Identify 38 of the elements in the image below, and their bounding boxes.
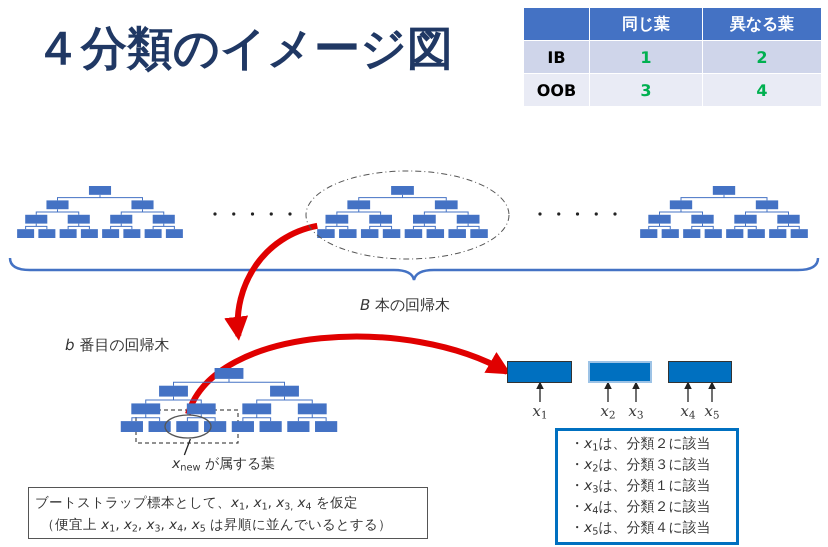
variable-label: x$_{4}$ [679, 402, 697, 420]
leaf-box [588, 361, 652, 383]
arrow [632, 381, 640, 402]
table-cell: 4 [702, 74, 822, 106]
table-cell: IB [524, 40, 590, 74]
arrow [604, 381, 612, 402]
table-cell: 2 [702, 40, 822, 74]
variable-label: x$_{5}$ [703, 402, 721, 420]
leaf-ellipse [164, 414, 212, 439]
header-cell: 同じ葉 [590, 8, 702, 40]
dash-dot-ellipse [305, 170, 510, 260]
variable-label: x$_{3}$ [627, 402, 645, 420]
arrow [536, 381, 544, 402]
arrow [684, 381, 692, 402]
arrow [225, 222, 318, 341]
brace-caption: B 本の回帰木 [360, 296, 450, 315]
list-item: ・x$_{1}$は、分類２に該当 [570, 435, 712, 455]
tree-caption: b 番目の回帰木 [65, 336, 170, 355]
list-item: ・x$_{4}$は、分類２に該当 [570, 498, 712, 518]
header-cell: 異なる葉 [702, 8, 822, 40]
leaf-box [507, 361, 572, 383]
table-cell: OOB [524, 74, 590, 106]
list-item: ・x$_{2}$は、分類３に該当 [570, 456, 712, 476]
list-item: ・x$_{5}$は、分類４に該当 [570, 519, 712, 539]
list-item: ・x$_{3}$は、分類１に該当 [570, 477, 712, 497]
leader-line [184, 438, 191, 456]
variable-label: x$_{2}$ [599, 402, 617, 420]
list-box [555, 428, 739, 545]
page-title: ４分類のイメージ図 [35, 20, 453, 77]
arrow [708, 381, 716, 402]
leaf-box [668, 361, 732, 383]
table-cell: 1 [590, 40, 702, 74]
note-box [28, 487, 428, 539]
table-cell: 3 [590, 74, 702, 106]
note-text: （便宜上 x$_{1}$, x$_{2}$, x$_{3}$, x$_{4}$, x$_{5}$ は昇順に並んでいるとする） [40, 516, 394, 536]
variable-label: x$_{1}$ [531, 402, 549, 420]
leaf-caption: x$_{new}$ が属する葉 [172, 455, 275, 473]
note-text: ブートストラップ標本として、x$_{1}$, x$_{1}$, x$_{3,}$ x$_{4}$ を仮定 [35, 494, 359, 514]
